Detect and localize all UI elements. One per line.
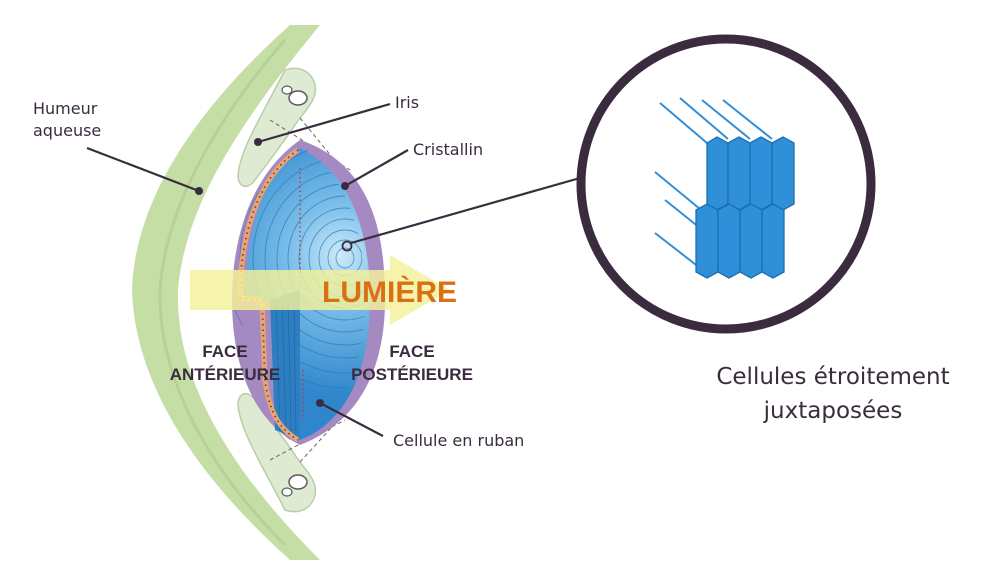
lumiere-label: LUMIÈRE xyxy=(322,275,457,309)
iris-label: Iris xyxy=(395,93,419,112)
face-posterieure-line2: POSTÉRIEURE xyxy=(351,365,473,384)
zoom-caption-line2: juxtaposées xyxy=(763,398,903,424)
face-anterieure-line2: ANTÉRIEURE xyxy=(170,365,281,384)
face-anterieure-line1: FACE xyxy=(202,342,247,361)
leader-lines xyxy=(86,102,581,437)
zoom-circle xyxy=(576,34,876,334)
cornea xyxy=(132,25,320,560)
humeur-label-line1: Humeur xyxy=(33,99,98,118)
light-arrow xyxy=(190,255,450,325)
face-posterieure-line1: FACE xyxy=(389,342,434,361)
leader-dots xyxy=(195,138,349,407)
zoom-caption-line1: Cellules étroitement xyxy=(716,364,949,390)
humeur-label-line2: aqueuse xyxy=(33,121,101,140)
cellule-ruban-label: Cellule en ruban xyxy=(393,431,524,450)
iris-upper xyxy=(237,67,317,187)
cristallin-label: Cristallin xyxy=(413,140,483,159)
zoom-marker xyxy=(341,240,353,252)
